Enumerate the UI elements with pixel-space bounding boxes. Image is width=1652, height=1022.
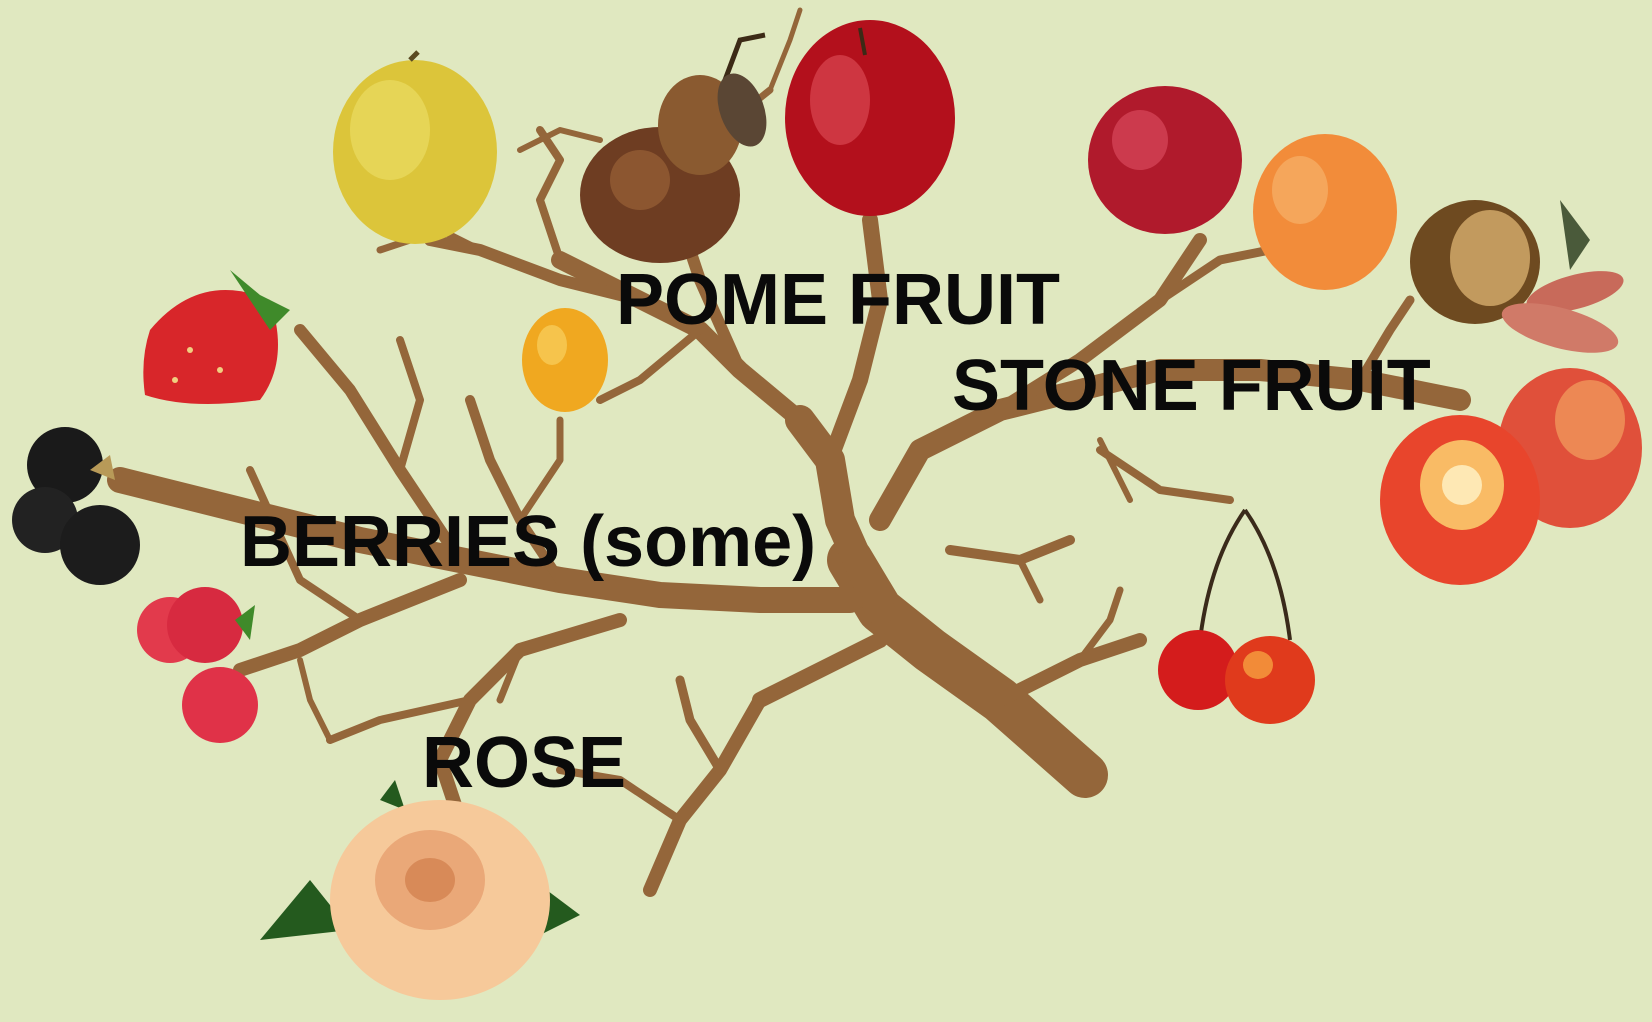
almond-picture xyxy=(1410,200,1628,363)
apricot-picture xyxy=(1253,134,1397,290)
blackberries-picture xyxy=(12,427,140,585)
strawberry-picture xyxy=(143,270,290,404)
label-rose: ROSE xyxy=(422,727,626,799)
twig-21 xyxy=(760,640,880,700)
loquat-picture xyxy=(522,308,608,412)
quince-picture xyxy=(333,52,497,244)
branch-cherry xyxy=(1000,640,1140,700)
rose-flower-picture xyxy=(260,780,580,1000)
twig-11 xyxy=(400,340,420,470)
twig-5 xyxy=(520,130,600,150)
twig-1 xyxy=(540,130,560,260)
label-pome-fruit: POME FRUIT xyxy=(616,264,1060,336)
branch-quince xyxy=(430,240,640,300)
twig-17 xyxy=(300,660,330,740)
pear-picture xyxy=(580,35,776,263)
branch-raspberry xyxy=(240,580,460,670)
twig-7 xyxy=(950,540,1070,560)
twig-19 xyxy=(680,680,720,770)
branch-apple xyxy=(830,220,880,460)
twig-8 xyxy=(1020,560,1040,600)
twig-18 xyxy=(650,700,760,890)
cherries-picture xyxy=(1158,510,1315,724)
label-stone-fruit: STONE FRUIT xyxy=(952,350,1431,422)
label-berries: BERRIES (some) xyxy=(240,506,816,578)
apple-picture xyxy=(785,20,955,216)
branch-loquat xyxy=(600,330,700,400)
plum-picture xyxy=(1088,86,1242,234)
